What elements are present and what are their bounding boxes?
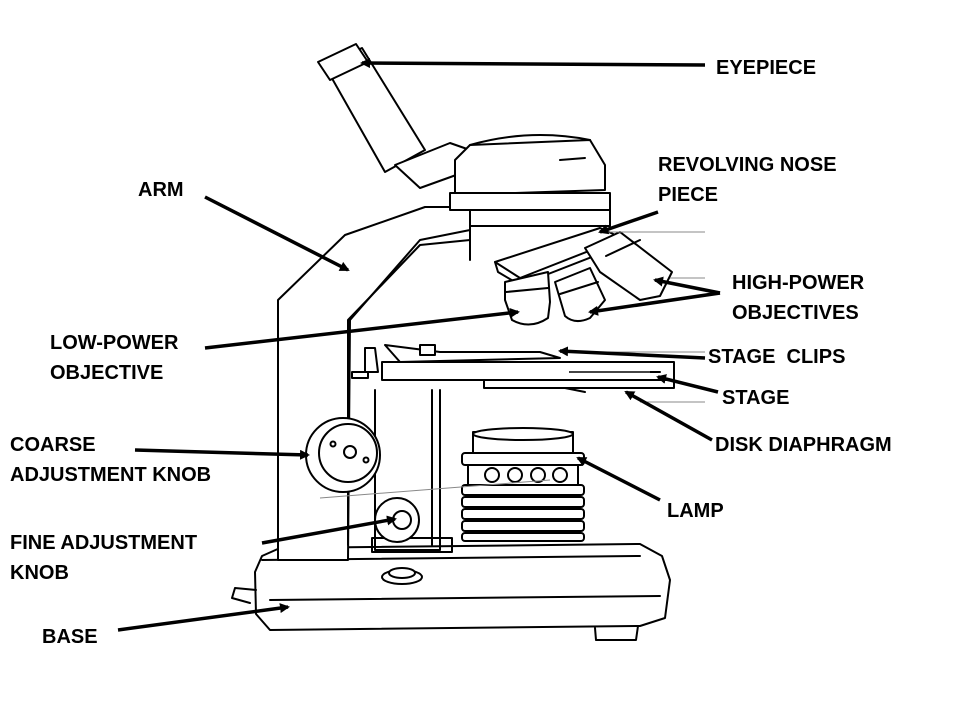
stage-label: STAGE <box>722 383 789 413</box>
lamp-arrow <box>576 456 661 502</box>
stage-arrow <box>656 374 719 394</box>
arm-shape <box>277 206 471 561</box>
lamp-label-text: LAMP <box>667 500 724 522</box>
base-arrow <box>117 603 290 632</box>
disk-diaphragm-label: DISK DIAPHRAGM <box>715 430 892 460</box>
fine-arrow <box>261 515 397 545</box>
stage-label-text: STAGE <box>722 387 790 409</box>
high-power-arrow-2 <box>588 291 721 316</box>
high-power-line-2: OBJECTIVES <box>732 302 859 324</box>
coarse-line-1: COARSE <box>10 434 96 456</box>
high-power-line-1: HIGH-POWER <box>732 272 865 294</box>
high-power-arrow-1 <box>653 276 721 295</box>
low-power-arrow <box>204 307 520 350</box>
arm-label: ARM <box>138 175 184 205</box>
revolving-nose-line-2: PIECE <box>658 184 719 206</box>
revolving-nose-piece-label: REVOLVING NOSE PIECE <box>658 150 837 210</box>
coarse-line-2: ADJUSTMENT KNOB <box>10 464 212 486</box>
high-power-objectives-label: HIGH-POWER OBJECTIVES <box>732 268 864 328</box>
arm-arrow <box>204 195 350 272</box>
head-shape <box>317 43 611 261</box>
stage-shape <box>351 344 675 393</box>
arm-label-text: ARM <box>138 179 184 201</box>
eyepiece-label-text: EYEPIECE <box>716 57 817 79</box>
base-label-text: BASE <box>42 626 98 648</box>
low-power-line-2: OBJECTIVE <box>50 362 164 384</box>
lamp-label: LAMP <box>667 496 724 526</box>
disk-diaphragm-arrow <box>624 390 713 442</box>
fine-line-2: KNOB <box>10 562 69 584</box>
coarse-adjustment-knob-label: COARSE ADJUSTMENT KNOB <box>10 430 211 490</box>
coarse-knob-shape <box>305 417 381 493</box>
lamp-shape <box>461 427 585 542</box>
base-shape <box>231 543 671 641</box>
fine-adjustment-knob-label: FINE ADJUSTMENT KNOB <box>10 528 197 588</box>
eyepiece-arrow <box>360 58 706 69</box>
stage-clips-label-text: STAGE CLIPS <box>708 346 846 368</box>
revolving-nose-line-1: REVOLVING NOSE <box>658 154 837 176</box>
stage-clips-arrow <box>558 346 706 360</box>
eyepiece-label: EYEPIECE <box>716 53 816 83</box>
stage-clips-label: STAGE CLIPS <box>708 342 845 372</box>
coarse-arrow <box>134 448 310 460</box>
low-power-line-1: LOW-POWER <box>50 332 179 354</box>
base-label: BASE <box>42 622 98 652</box>
fine-line-1: FINE ADJUSTMENT <box>10 532 198 554</box>
leader-arrows <box>117 58 721 632</box>
revolving-nose-arrow <box>598 210 659 235</box>
fine-knob-shape <box>374 497 420 543</box>
nosepiece-shape <box>494 227 673 326</box>
low-power-objective-label: LOW-POWER OBJECTIVE <box>50 328 178 388</box>
disk-diaphragm-label-text: DISK DIAPHRAGM <box>715 434 892 456</box>
